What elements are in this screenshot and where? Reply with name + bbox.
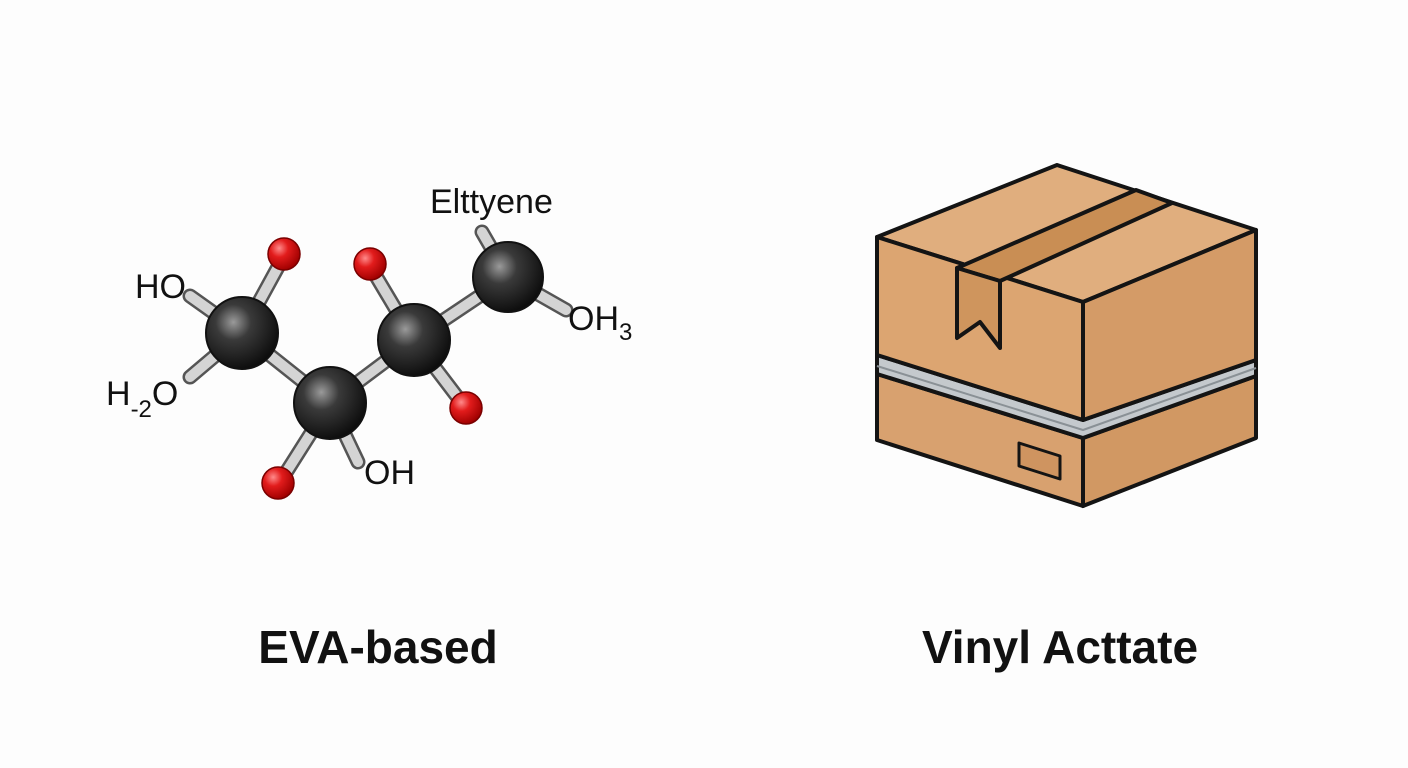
label-oh3: OH3 <box>568 300 632 346</box>
label-h2o: H-2O <box>106 375 178 423</box>
box-handle-slot <box>1017 441 1062 481</box>
atom-labels: Elttyene HO H-2O OH OH3 <box>106 183 632 492</box>
caption-eva-based: EVA-based <box>258 621 498 673</box>
carbon-atom <box>293 366 367 440</box>
box-tape-flap <box>955 266 1002 350</box>
oxygen-atom <box>449 391 483 425</box>
carbon-atoms <box>205 241 544 440</box>
oxygen-atom <box>353 247 387 281</box>
oxygen-atoms <box>261 237 483 500</box>
carbon-atom <box>472 241 544 313</box>
caption-vinyl-acetate: Vinyl Acttate <box>921 621 1199 673</box>
label-elttyene: Elttyene <box>430 183 553 221</box>
label-oh: OH <box>364 454 415 492</box>
carbon-atom <box>377 303 451 377</box>
oxygen-atom <box>267 237 301 271</box>
label-ho: HO <box>135 268 186 306</box>
box-side <box>1081 228 1258 422</box>
oxygen-atom <box>261 466 295 500</box>
molecule-diagram: Elttyene HO H-2O OH OH3 <box>106 183 632 500</box>
cardboard-box-icon <box>875 163 1258 508</box>
carbon-atom <box>205 296 279 370</box>
